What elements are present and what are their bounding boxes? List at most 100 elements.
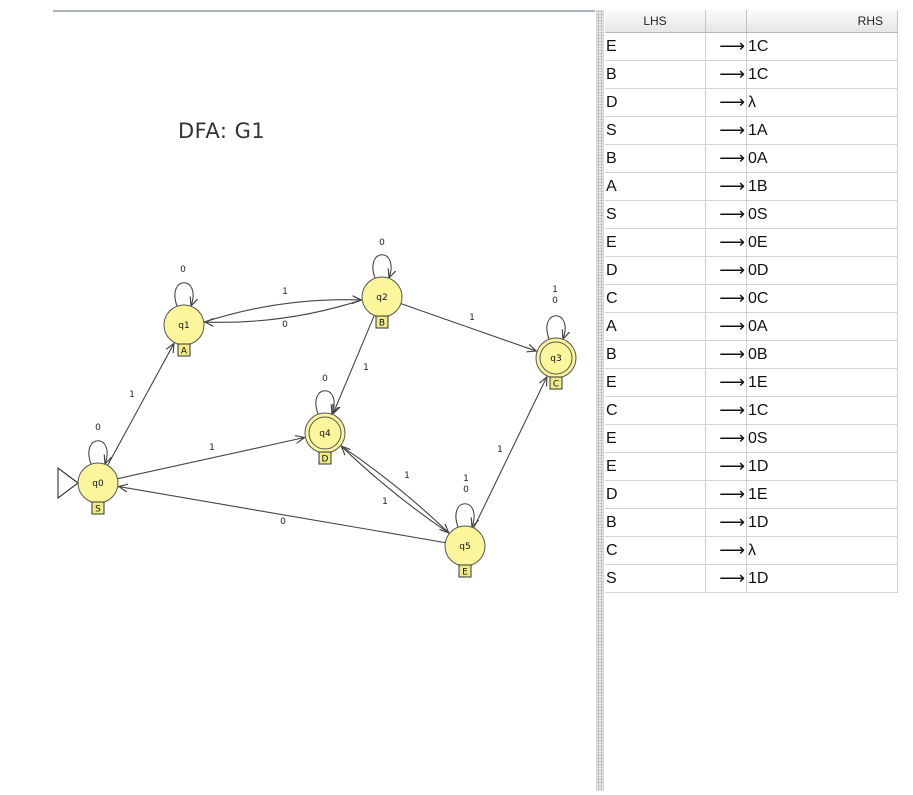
production-arrow-cell[interactable]: ⟶ — [705, 256, 747, 285]
production-rhs-cell[interactable]: 1C — [746, 396, 898, 425]
production-rhs-cell[interactable]: 1E — [746, 480, 898, 509]
production-arrow-cell[interactable]: ⟶ — [705, 200, 747, 229]
production-lhs-cell[interactable]: B — [605, 340, 706, 369]
production-arrow-cell[interactable]: ⟶ — [705, 312, 747, 341]
production-lhs-cell[interactable]: B — [605, 144, 706, 173]
production-rhs-cell[interactable]: 0B — [746, 340, 898, 369]
production-lhs-cell[interactable]: E — [605, 424, 706, 453]
production-lhs-cell[interactable]: D — [605, 256, 706, 285]
production-row[interactable]: S⟶0S — [605, 200, 898, 229]
production-lhs-cell[interactable]: B — [605, 508, 706, 537]
split-pane-divider[interactable] — [596, 10, 604, 791]
column-header-arrow[interactable] — [705, 10, 747, 33]
production-rhs-cell[interactable]: 0A — [746, 312, 898, 341]
production-row[interactable]: C⟶0C — [605, 284, 898, 313]
production-rhs-cell[interactable]: 0A — [746, 144, 898, 173]
self-loop-q2[interactable] — [372, 254, 391, 278]
production-lhs-cell[interactable]: S — [605, 564, 706, 593]
production-lhs-cell[interactable]: A — [605, 312, 706, 341]
state-q5[interactable]: q5E — [444, 525, 486, 578]
production-lhs-cell[interactable]: C — [605, 396, 706, 425]
state-q2[interactable]: q2B — [361, 276, 403, 329]
production-rhs-cell[interactable]: 0C — [746, 284, 898, 313]
production-rhs-cell[interactable]: 0D — [746, 256, 898, 285]
production-lhs-cell[interactable]: D — [605, 480, 706, 509]
production-row[interactable]: C⟶1C — [605, 396, 898, 425]
transition-q0-q4[interactable] — [117, 438, 305, 480]
state-q4[interactable]: q4D — [304, 412, 346, 465]
state-q3[interactable]: q3C — [535, 337, 577, 390]
production-arrow-cell[interactable]: ⟶ — [705, 228, 747, 257]
production-lhs-cell[interactable]: C — [605, 284, 706, 313]
production-arrow-cell[interactable]: ⟶ — [705, 424, 747, 453]
production-row[interactable]: E⟶1E — [605, 368, 898, 397]
production-lhs-cell[interactable]: E — [605, 368, 706, 397]
production-arrow-cell[interactable]: ⟶ — [705, 452, 747, 481]
production-arrow-cell[interactable]: ⟶ — [705, 144, 747, 173]
production-row[interactable]: E⟶0E — [605, 228, 898, 257]
column-header-lhs[interactable]: LHS — [605, 10, 706, 33]
production-rhs-cell[interactable]: 1D — [746, 508, 898, 537]
production-lhs-cell[interactable]: S — [605, 200, 706, 229]
production-arrow-cell[interactable]: ⟶ — [705, 340, 747, 369]
production-lhs-cell[interactable]: A — [605, 172, 706, 201]
production-lhs-cell[interactable]: B — [605, 60, 706, 89]
self-loop-q1[interactable] — [174, 282, 193, 306]
production-lhs-cell[interactable]: E — [605, 228, 706, 257]
production-arrow-cell[interactable]: ⟶ — [705, 116, 747, 145]
production-rhs-cell[interactable]: 1D — [746, 564, 898, 593]
production-lhs-cell[interactable]: S — [605, 116, 706, 145]
production-rhs-cell[interactable]: 1D — [746, 452, 898, 481]
production-lhs-cell[interactable]: E — [605, 32, 706, 61]
production-rhs-cell[interactable]: 0S — [746, 424, 898, 453]
production-arrow-cell[interactable]: ⟶ — [705, 508, 747, 537]
production-arrow-cell[interactable]: ⟶ — [705, 396, 747, 425]
production-row[interactable]: E⟶1C — [605, 32, 898, 61]
production-row[interactable]: B⟶0A — [605, 144, 898, 173]
state-q0[interactable]: q0S — [57, 462, 119, 515]
self-loop-q5[interactable] — [455, 503, 474, 527]
transition-q2-q3[interactable] — [400, 303, 536, 351]
transition-q4-q5[interactable] — [340, 445, 449, 533]
production-lhs-cell[interactable]: C — [605, 536, 706, 565]
production-rhs-cell[interactable]: 1A — [746, 116, 898, 145]
production-row[interactable]: B⟶1C — [605, 60, 898, 89]
production-row[interactable]: E⟶0S — [605, 424, 898, 453]
production-row[interactable]: S⟶1D — [605, 564, 898, 593]
production-rhs-cell[interactable]: 0S — [746, 200, 898, 229]
production-row[interactable]: C⟶λ — [605, 536, 898, 565]
production-row[interactable]: D⟶0D — [605, 256, 898, 285]
state-q1[interactable]: q1A — [163, 304, 205, 357]
production-rhs-cell[interactable]: λ — [746, 88, 898, 117]
production-row[interactable]: E⟶1D — [605, 452, 898, 481]
transition-q5-q3[interactable] — [473, 377, 547, 529]
production-arrow-cell[interactable]: ⟶ — [705, 88, 747, 117]
self-loop-q4[interactable] — [315, 390, 334, 414]
production-row[interactable]: A⟶0A — [605, 312, 898, 341]
production-arrow-cell[interactable]: ⟶ — [705, 60, 747, 89]
production-rhs-cell[interactable]: 0E — [746, 228, 898, 257]
production-row[interactable]: B⟶1D — [605, 508, 898, 537]
column-header-rhs[interactable]: RHS — [746, 10, 898, 33]
production-row[interactable]: A⟶1B — [605, 172, 898, 201]
production-row[interactable]: S⟶1A — [605, 116, 898, 145]
transition-q2-q4[interactable] — [333, 315, 375, 413]
production-lhs-cell[interactable]: D — [605, 88, 706, 117]
transition-q5-q0[interactable] — [119, 487, 446, 544]
production-rhs-cell[interactable]: 1E — [746, 368, 898, 397]
transition-q1-q2[interactable] — [203, 300, 361, 323]
production-arrow-cell[interactable]: ⟶ — [705, 564, 747, 593]
production-rhs-cell[interactable]: 1B — [746, 172, 898, 201]
production-rhs-cell[interactable]: 1C — [746, 60, 898, 89]
production-arrow-cell[interactable]: ⟶ — [705, 172, 747, 201]
production-arrow-cell[interactable]: ⟶ — [705, 368, 747, 397]
transition-q0-q1[interactable] — [107, 343, 174, 466]
production-rhs-cell[interactable]: λ — [746, 536, 898, 565]
production-row[interactable]: D⟶λ — [605, 88, 898, 117]
production-arrow-cell[interactable]: ⟶ — [705, 536, 747, 565]
production-row[interactable]: D⟶1E — [605, 480, 898, 509]
production-arrow-cell[interactable]: ⟶ — [705, 32, 747, 61]
transition-q2-q1[interactable] — [205, 299, 363, 323]
production-rhs-cell[interactable]: 1C — [746, 32, 898, 61]
